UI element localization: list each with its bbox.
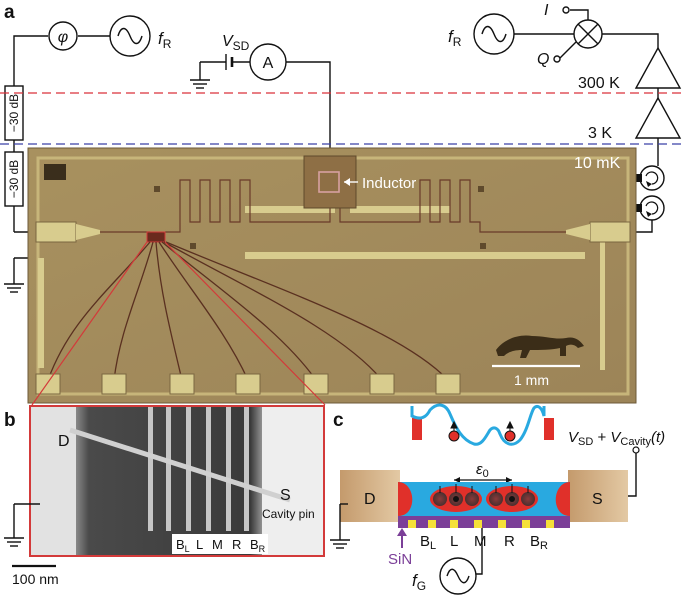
- schematic-gate-label-1: L: [450, 533, 458, 550]
- device-stack: [340, 470, 628, 528]
- scale-bar-sem-label: 100 nm: [12, 571, 59, 587]
- temp-10mk-label: 10 mK: [574, 155, 621, 172]
- sem-gate-label-4: BR: [250, 537, 266, 554]
- sem-label-S: S: [280, 487, 291, 504]
- sem-gate-label-box: [172, 534, 268, 554]
- ground-schematic: [330, 503, 350, 549]
- panel-label-c: c: [333, 410, 344, 431]
- rf-source-left: [109, 15, 151, 57]
- mixer-outputs: [553, 6, 589, 63]
- panel-label-a: a: [4, 2, 15, 23]
- attenuator-bottom-label: −30 dB: [7, 160, 21, 198]
- schematic-gate-label-2: M: [474, 533, 487, 550]
- fg-label: fG: [412, 571, 426, 593]
- vsd-source: [190, 54, 250, 89]
- rf-source-right: [473, 13, 515, 55]
- circulator-bottom: [636, 195, 665, 221]
- sem-cavity-pin-label: Cavity pin: [262, 507, 315, 521]
- drain-contact: [340, 470, 400, 522]
- phase-symbol: φ: [58, 29, 68, 46]
- ammeter: A: [249, 43, 287, 81]
- sem-gate-label-0: BL: [176, 537, 190, 554]
- amplifier-3k: [634, 96, 682, 139]
- sine-icon: [117, 27, 143, 45]
- ammeter-label: A: [263, 55, 274, 72]
- temp-3k-label: 3 K: [588, 125, 612, 142]
- ground-sem: [4, 503, 40, 547]
- sin-dielectric: [398, 516, 570, 528]
- sem-gate-label-3: R: [232, 537, 241, 552]
- schematic-gate-label-4: BR: [530, 533, 548, 552]
- phase-shifter: φ: [48, 21, 78, 51]
- mixer: [573, 19, 603, 49]
- source-wire: [628, 452, 637, 497]
- sem-image: [29, 405, 325, 557]
- vsd-wire: [286, 61, 331, 182]
- mixer-Q-label: Q: [537, 51, 549, 68]
- sine-icon: [446, 568, 470, 584]
- sin-label: SiN: [388, 551, 412, 568]
- vsd-label: VSD: [222, 33, 250, 53]
- attenuator-bottom: −30 dB: [4, 151, 24, 207]
- epsilon-label: ε0: [476, 461, 489, 480]
- temp-300k-label: 300 K: [578, 75, 620, 92]
- sem-label-D: D: [58, 433, 70, 450]
- freq-left-label: fR: [158, 29, 172, 51]
- sem-gate-label-1: L: [196, 537, 203, 552]
- schematic-label-S: S: [592, 491, 603, 508]
- sem-gate-label-2: M: [212, 537, 223, 552]
- channel: [398, 482, 570, 516]
- inductor-label: Inductor: [362, 175, 416, 192]
- schematic-gate-label-3: R: [504, 533, 515, 550]
- mixer-I-label: I: [544, 2, 549, 19]
- gate-drive-wire: [476, 528, 483, 575]
- chip-photo: [27, 147, 637, 406]
- circulator-top: [636, 165, 665, 191]
- attenuator-top-label: −30 dB: [7, 94, 21, 132]
- rf-source-gate: [439, 557, 477, 595]
- amplifier-300k: [634, 46, 682, 89]
- scale-bar-chip-label: 1 mm: [514, 372, 549, 388]
- vsd-cavity-label: VSD + VCavity(t): [568, 429, 665, 448]
- schematic-gate-label-0: BL: [420, 533, 436, 552]
- sine-icon: [481, 25, 507, 43]
- panel-label-b: b: [4, 410, 16, 431]
- source-contact: [568, 470, 628, 522]
- attenuator-top: −30 dB: [4, 85, 24, 141]
- schematic-label-D: D: [364, 491, 376, 508]
- panther-logo-icon: [496, 335, 584, 358]
- potential-profile: [410, 403, 554, 446]
- freq-right-label: fR: [448, 27, 462, 49]
